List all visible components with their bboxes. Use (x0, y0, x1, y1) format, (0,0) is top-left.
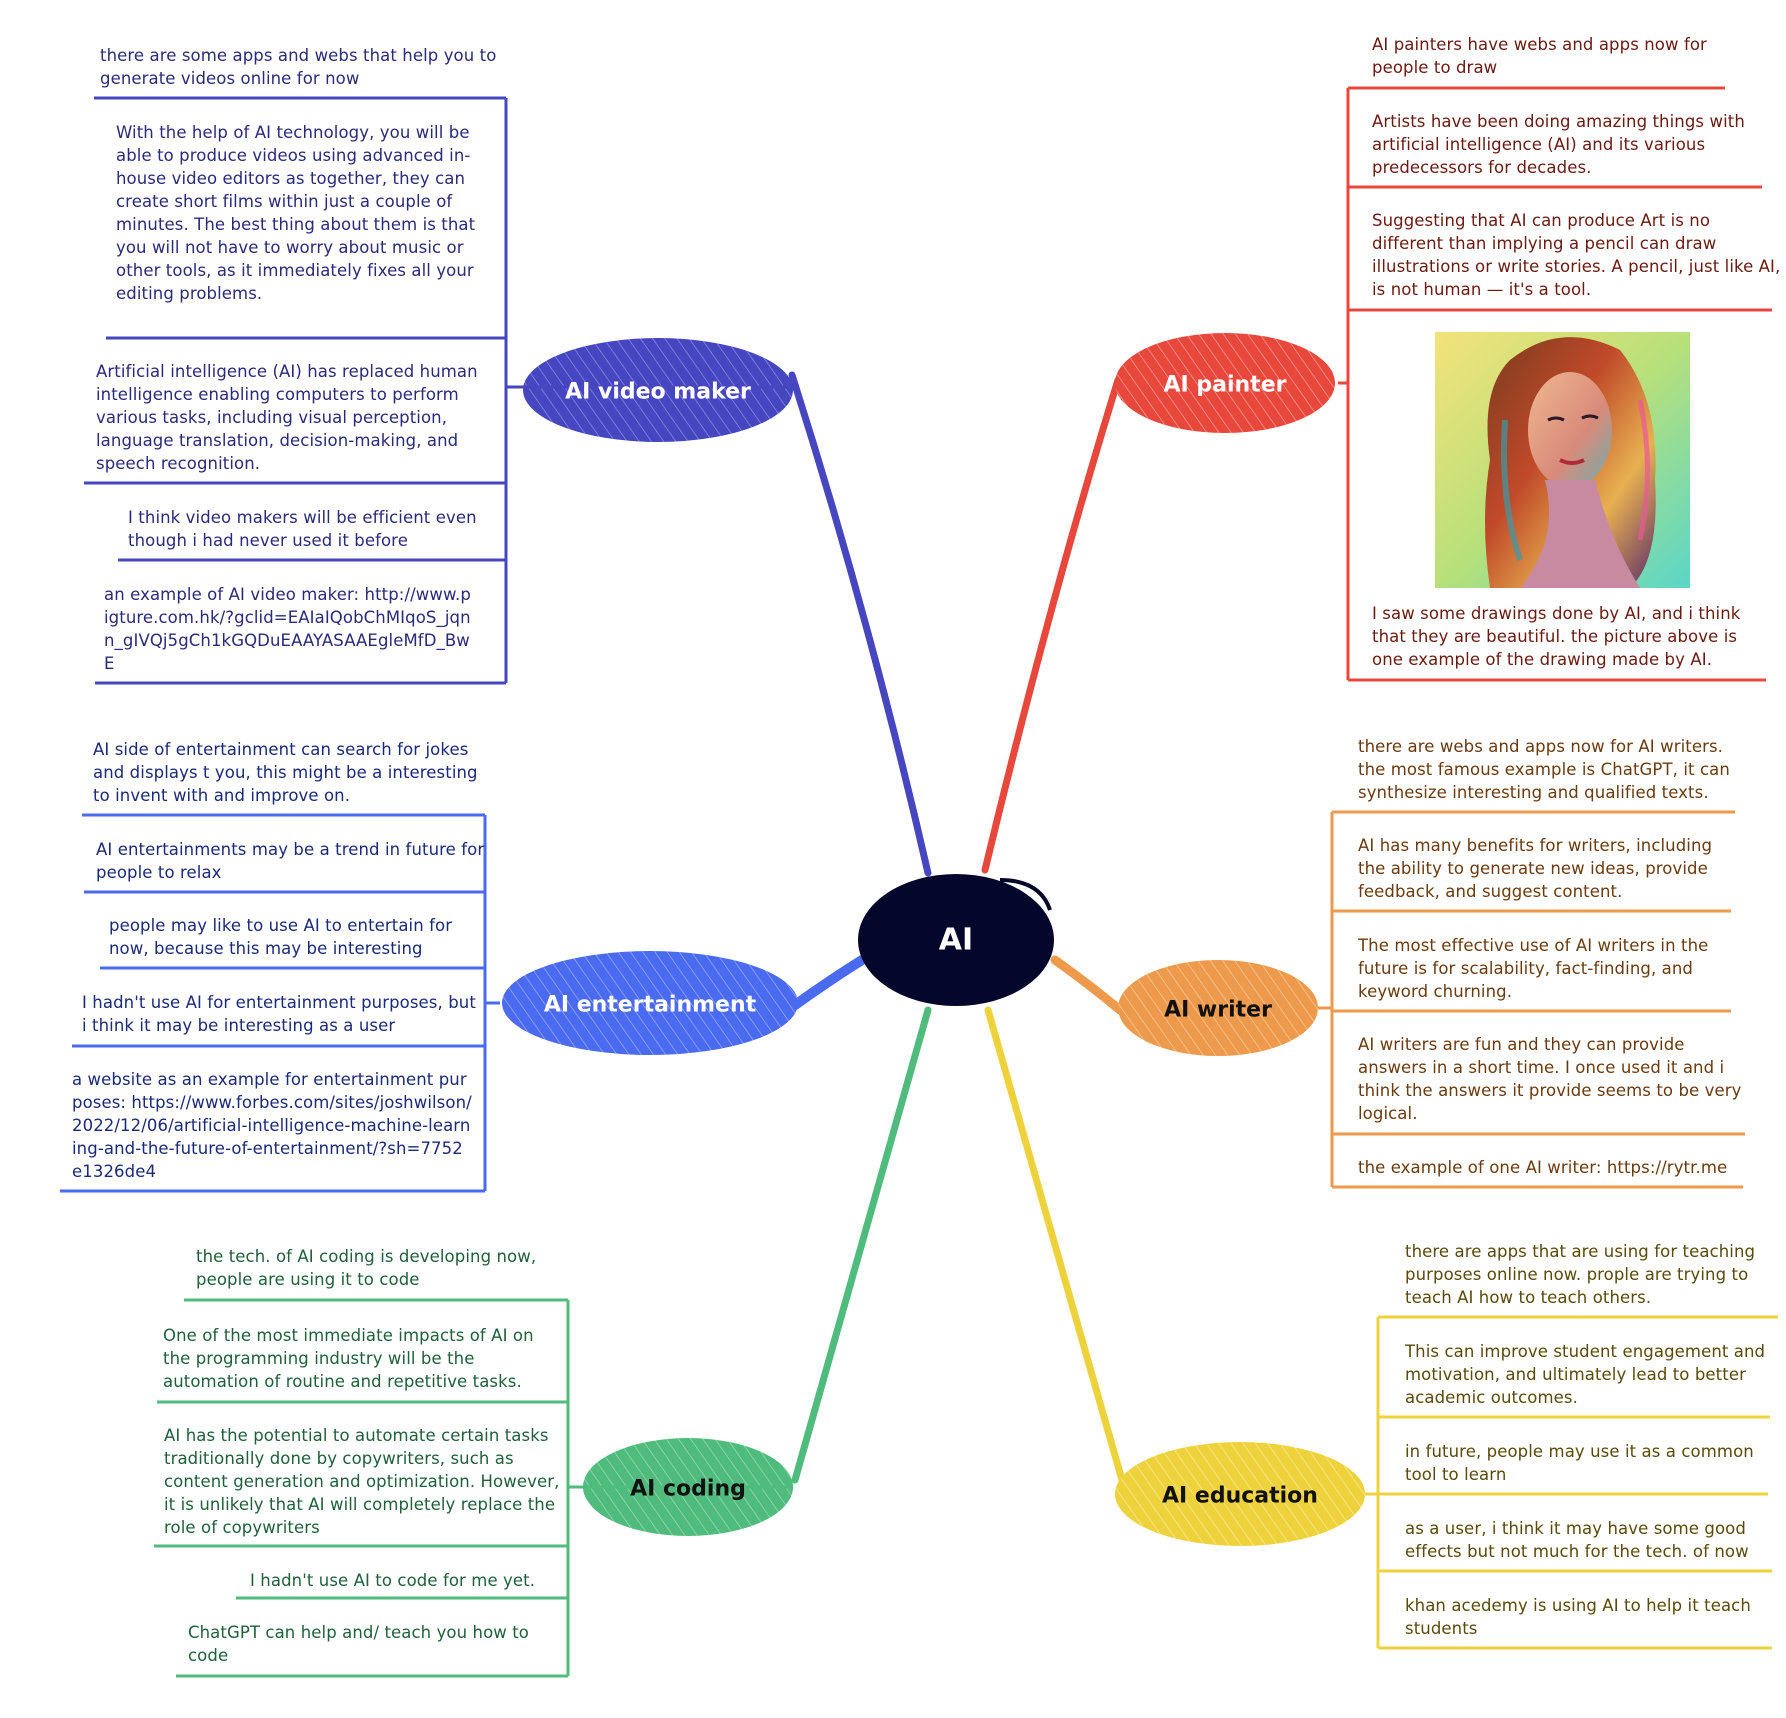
video-maker-node-label: AI video maker (565, 379, 751, 405)
video-maker-note: Artificial intelligence (AI) has replace… (96, 362, 478, 473)
education-note: khan acedemy is using AI to help it teac… (1405, 1596, 1751, 1638)
entertainment-notes-frame (60, 813, 500, 1193)
painter-note: Artists have been doing amazing things w… (1372, 112, 1745, 177)
central-node (858, 874, 1054, 1006)
education-note: in future, people may use it as a common… (1405, 1442, 1754, 1484)
coding-note: One of the most immediate impacts of AI … (163, 1326, 534, 1391)
entertainment-note: AI entertainments may be a trend in futu… (96, 840, 485, 882)
video-maker-note: With the help of AI technology, you will… (116, 123, 476, 303)
painter-note: I saw some drawings done by AI, and i th… (1372, 604, 1741, 669)
writer-note: The most effective use of AI writers in … (1358, 936, 1709, 1001)
coding-note: the tech. of AI coding is developing now… (196, 1247, 537, 1289)
coding-note: I hadn't use AI to code for me yet. (250, 1571, 536, 1590)
painter-notes-frame (1338, 86, 1772, 682)
connector-coding (791, 1006, 932, 1484)
writer-note: AI writers are fun and they can provide … (1358, 1035, 1742, 1123)
video-maker-node-shape (523, 338, 793, 442)
connector-painter (981, 376, 1122, 874)
entertainment-note: AI side of entertainment can search for … (93, 740, 478, 805)
education-notes-frame (1365, 1315, 1778, 1650)
education-note: This can improve student engagement and … (1405, 1342, 1766, 1407)
video-maker-note: an example of AI video maker: http://www… (104, 585, 471, 673)
painter-note: Suggesting that AI can produce Art is no… (1372, 211, 1781, 299)
painter-node-shape (1115, 333, 1335, 433)
connector-video-maker (788, 371, 932, 877)
central-node-stroke (999, 878, 1052, 911)
central-node-label: AI (938, 922, 974, 958)
writer-notes-frame (1318, 810, 1745, 1189)
video-maker-note: I think video makers will be efficient e… (128, 508, 477, 550)
video-maker-notes-frame (84, 96, 792, 685)
painter-note: AI painters have webs and apps now for p… (1372, 35, 1707, 77)
coding-note: AI has the potential to automate certain… (164, 1426, 560, 1537)
entertainment-note: I hadn't use AI for entertainment purpos… (82, 993, 476, 1035)
connector-education (984, 1006, 1126, 1484)
entertainment-note: a website as an example for entertainmen… (72, 1070, 472, 1181)
ai-portrait-painting (1435, 332, 1690, 588)
writer-note: there are webs and apps now for AI write… (1358, 737, 1730, 802)
connector-writer (1050, 955, 1125, 1015)
education-node-shape (1115, 1442, 1365, 1546)
entertainment-note: people may like to use AI to entertain f… (109, 916, 453, 958)
coding-note: ChatGPT can help and/ teach you how to c… (188, 1623, 529, 1665)
education-note: as a user, i think it may have some good… (1405, 1519, 1749, 1561)
education-note: there are apps that are using for teachi… (1405, 1242, 1756, 1307)
coding-node-label: AI coding (630, 1476, 746, 1502)
connector-entertainment (790, 955, 867, 1010)
writer-note: AI has many benefits for writers, includ… (1358, 836, 1713, 901)
coding-notes-frame (154, 1298, 793, 1678)
entertainment-node-shape (502, 951, 798, 1055)
education-node-label: AI education (1162, 1483, 1318, 1509)
writer-node-label: AI writer (1164, 997, 1272, 1023)
painter-node-label: AI painter (1163, 372, 1287, 398)
entertainment-node-label: AI entertainment (543, 992, 757, 1018)
video-maker-note: there are some apps and webs that help y… (100, 46, 497, 88)
writer-note: the example of one AI writer: https://ry… (1358, 1158, 1728, 1177)
writer-node-shape (1118, 960, 1318, 1056)
